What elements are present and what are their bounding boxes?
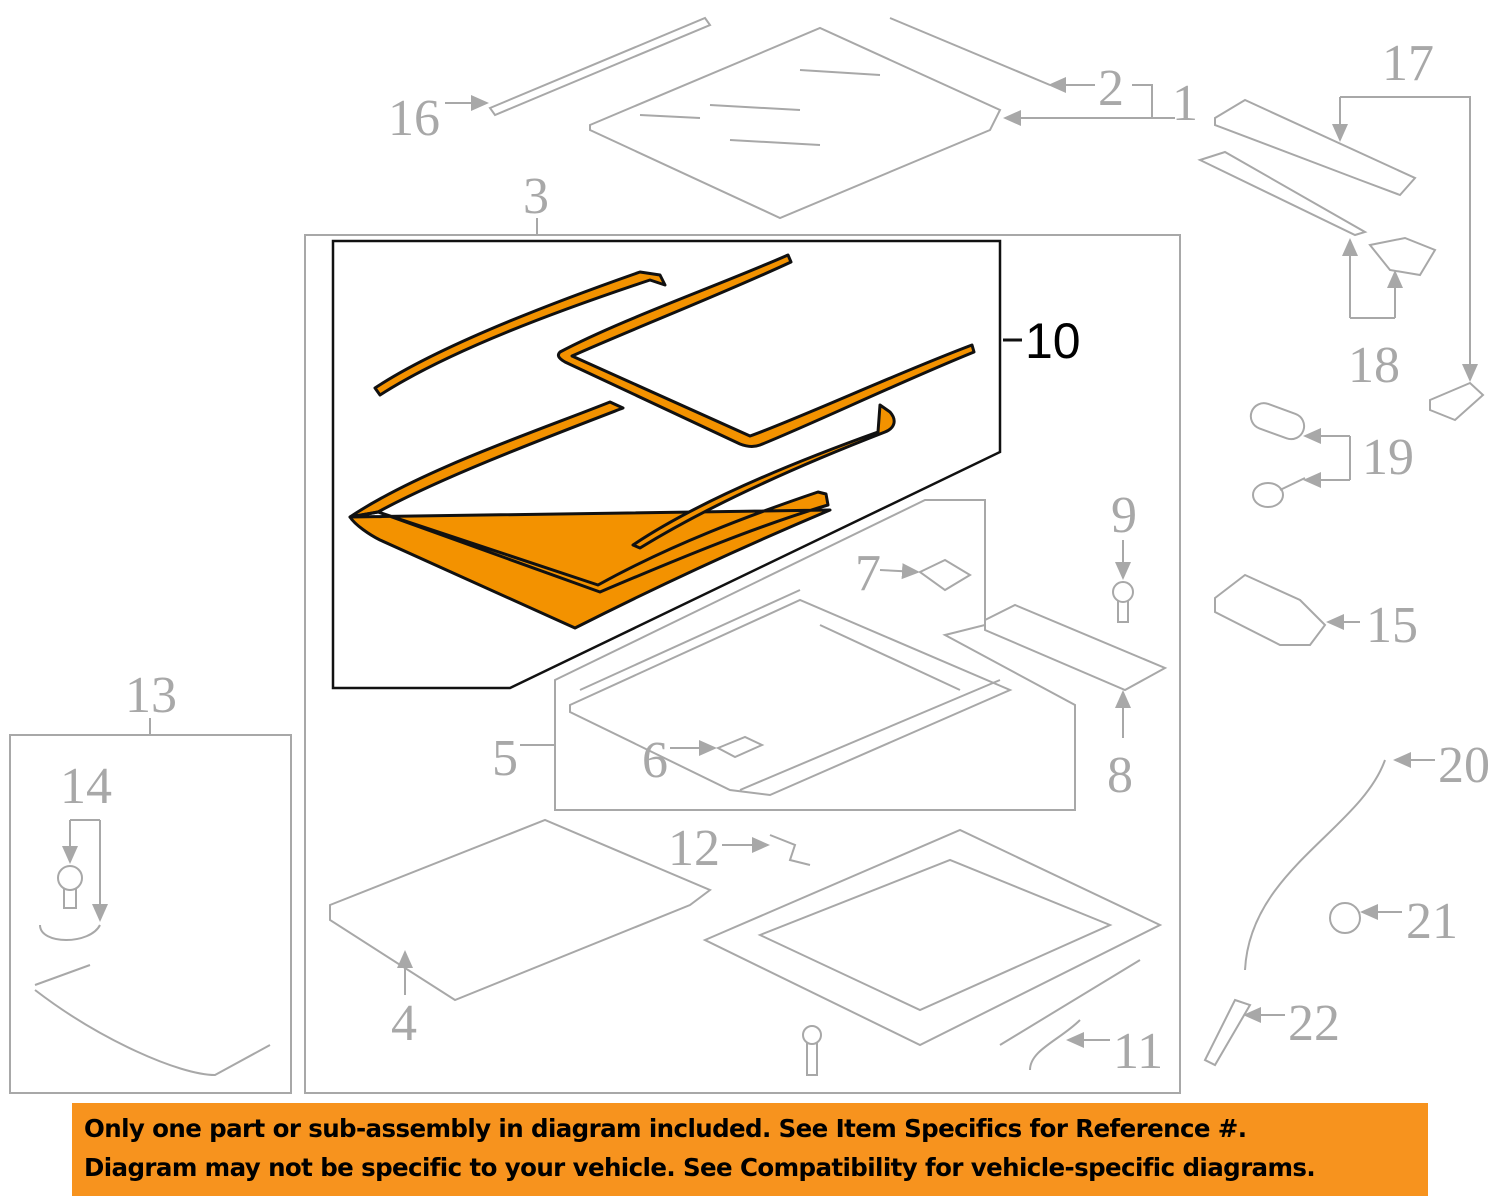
group-3-box xyxy=(304,234,1181,1094)
part-1-glass-panel xyxy=(589,26,1002,220)
part-13-seal-clip xyxy=(39,924,101,941)
callout-21: 21 xyxy=(1406,893,1458,950)
callout-14: 14 xyxy=(60,758,112,815)
group-10-box xyxy=(331,239,1002,690)
callout-18: 18 xyxy=(1348,337,1400,394)
part-20-drain-hose xyxy=(1244,759,1386,971)
part-11-harness xyxy=(999,959,1141,1071)
disclaimer-line-1: Only one part or sub-assembly in diagram… xyxy=(84,1114,1247,1143)
part-4-glass xyxy=(329,818,712,1002)
part-16-deflector xyxy=(488,16,712,117)
part-19-plugs xyxy=(1249,402,1306,508)
callout-9: 9 xyxy=(1111,487,1137,544)
disclaimer-line-2: Diagram may not be specific to your vehi… xyxy=(84,1153,1316,1182)
callout-22: 22 xyxy=(1288,995,1340,1052)
part-8-bracket xyxy=(984,603,1168,692)
callout-19: 19 xyxy=(1362,429,1414,486)
leader-lines xyxy=(62,77,1478,1048)
frame-bolt xyxy=(802,1025,822,1076)
callout-13: 13 xyxy=(125,667,177,724)
disclaimer-banner: Only one part or sub-assembly in diagram… xyxy=(72,1103,1428,1196)
part-15-motor xyxy=(1214,573,1327,646)
part-frame-reinforcement xyxy=(702,828,1163,1047)
part-17-rails xyxy=(1197,98,1485,422)
callout-15: 15 xyxy=(1366,597,1418,654)
callout-3: 3 xyxy=(523,168,549,225)
callout-6: 6 xyxy=(642,732,668,789)
callout-4: 4 xyxy=(391,995,417,1052)
part-2-seal xyxy=(889,17,1051,86)
part-21-clip xyxy=(1329,902,1361,934)
part-14-bolt xyxy=(57,865,83,909)
callout-8: 8 xyxy=(1107,747,1133,804)
callout-20: 20 xyxy=(1438,737,1490,794)
callout-12: 12 xyxy=(668,820,720,877)
callout-5: 5 xyxy=(492,730,518,787)
part-10-seal-kit xyxy=(348,253,976,630)
callout-17: 17 xyxy=(1382,35,1434,92)
part-5-frame xyxy=(569,589,1013,797)
part-12-clip xyxy=(769,834,811,866)
callout-10: 10 xyxy=(1025,313,1081,369)
callout-1: 1 xyxy=(1172,75,1198,132)
group-13-box xyxy=(9,734,292,1094)
callout-11: 11 xyxy=(1113,1023,1163,1080)
part-7-clip xyxy=(918,558,972,592)
callout-2: 2 xyxy=(1098,60,1124,117)
part-22-valve xyxy=(1203,998,1252,1067)
callout-7: 7 xyxy=(855,545,881,602)
part-13-cable xyxy=(34,964,271,1077)
group-5-box xyxy=(554,499,1076,811)
part-6-clip xyxy=(715,735,765,759)
callout-16: 16 xyxy=(388,90,440,147)
part-9-bolt xyxy=(1112,581,1134,623)
